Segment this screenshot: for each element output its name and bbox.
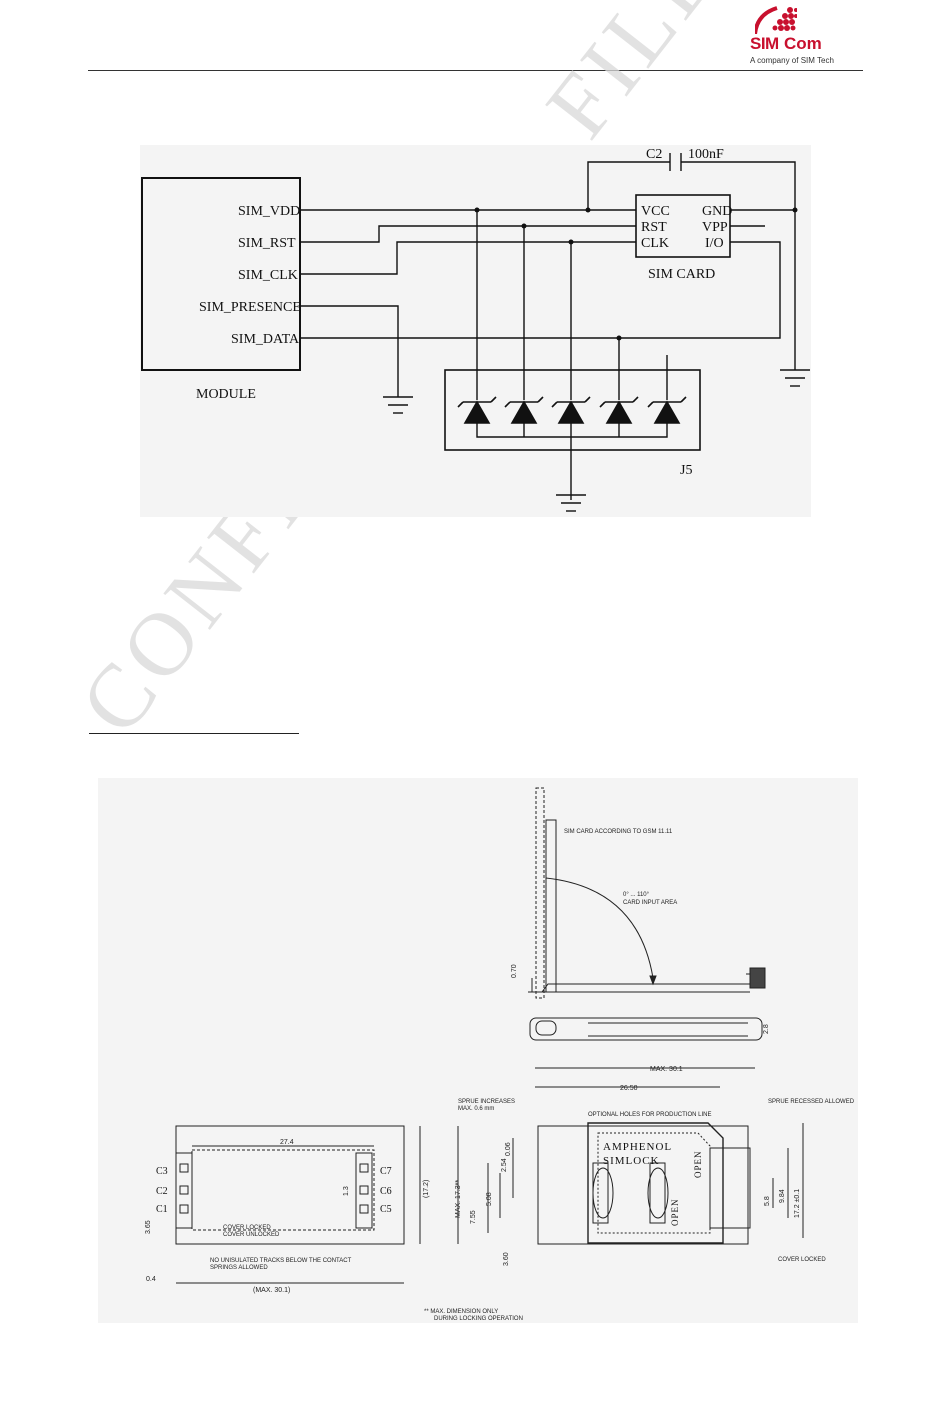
sim-interface-schematic: SIM_VDD SIM_RST SIM_CLK SIM_PRESENCE SIM… <box>140 145 811 517</box>
section-underline <box>89 733 299 734</box>
dim-04: 0.4 <box>146 1276 156 1283</box>
pin-label-sim-vdd: SIM_VDD <box>238 204 300 219</box>
capacitor-value: 100nF <box>688 147 724 162</box>
card-pin-vpp: VPP <box>702 220 728 235</box>
dim-755: 7.55 <box>470 1210 477 1224</box>
dim-006: 0.06 <box>505 1142 512 1156</box>
capacitor-ref: C2 <box>646 147 662 162</box>
pin-label-sim-presence: SIM_PRESENCE <box>199 300 301 315</box>
contact-c6: C6 <box>380 1186 392 1197</box>
note-no-tracks-2: SPRINGS ALLOWED <box>210 1265 268 1271</box>
dim-2650: 26.50 <box>620 1085 638 1092</box>
dim-max301-paren: (MAX. 30.1) <box>253 1287 290 1294</box>
dim-508: 5.08 <box>486 1192 493 1206</box>
sim-holder-drawing: SIM CARD ACCORDING TO GSM 11.11 0° ... 1… <box>98 778 858 1323</box>
dim-172b: 17.2 ±0.1 <box>794 1189 801 1218</box>
dim-max173: MAX. 17.3** <box>455 1180 462 1218</box>
pin-label-sim-rst: SIM_RST <box>238 236 296 251</box>
open-label-2: OPEN <box>670 1198 680 1226</box>
note-cover-locked-right: COVER LOCKED <box>778 1257 826 1263</box>
contact-c3: C3 <box>156 1166 168 1177</box>
note-sprue-inc-1: SPRUE INCREASES <box>458 1099 515 1105</box>
dim-365: 3.65 <box>145 1220 152 1234</box>
dim-984: 9.84 <box>779 1189 786 1203</box>
dim-58: 5.8 <box>764 1196 771 1206</box>
esd-diode-1 <box>457 396 497 424</box>
dim-28: 2.8 <box>763 1024 770 1034</box>
pin-label-sim-clk: SIM_CLK <box>238 268 298 283</box>
side-note: SIM CARD ACCORDING TO GSM 11.11 <box>564 829 673 835</box>
dim-max301: MAX. 30.1 <box>650 1066 683 1073</box>
dim-13: 1.3 <box>343 1186 350 1196</box>
note-cover-locked: COVER LOCKED <box>223 1225 271 1231</box>
logo-sim-text: SIM <box>750 34 779 53</box>
note-optional-holes: OPTIONAL HOLES FOR PRODUCTION LINE <box>588 1112 711 1118</box>
angle-note-1: 0° ... 110° <box>623 892 650 898</box>
dim-360: 3.60 <box>503 1252 510 1266</box>
card-pin-clk: CLK <box>641 236 669 251</box>
note-sprue-inc-2: MAX. 0.6 mm <box>458 1106 494 1112</box>
note-sprue-recessed: SPRUE RECESSED ALLOWED <box>768 1099 855 1105</box>
open-label-1: OPEN <box>693 1150 703 1178</box>
esd-label-j5: J5 <box>680 463 692 478</box>
esd-diode-5 <box>647 396 687 424</box>
simcom-logo: SIM Com A company of SIM Tech <box>750 2 850 66</box>
dim-254: 2.54 <box>501 1158 508 1172</box>
logo-dot-grid-icon <box>755 6 797 34</box>
sim-card-label: SIM CARD <box>648 267 715 282</box>
angle-note-2: CARD INPUT AREA <box>623 900 677 906</box>
contact-c2: C2 <box>156 1186 168 1197</box>
brand-text-simlock: SIMLOCK <box>603 1155 660 1167</box>
note-no-tracks-1: NO UNISULATED TRACKS BELOW THE CONTACT <box>210 1258 352 1264</box>
esd-diode-4 <box>599 396 639 424</box>
footnote-1: ** MAX. DIMENSION ONLY <box>424 1309 498 1315</box>
logo-com-text: Com <box>784 34 822 53</box>
dim-070: 0.70 <box>511 964 518 978</box>
card-pin-rst: RST <box>641 220 667 235</box>
note-cover-unlocked: COVER UNLOCKED <box>223 1232 280 1238</box>
module-label: MODULE <box>196 387 256 402</box>
brand-text-amphenol: AMPHENOL <box>603 1141 672 1153</box>
contact-c7: C7 <box>380 1166 392 1177</box>
esd-diode-2 <box>504 396 544 424</box>
dim-274: 27.4 <box>280 1139 294 1146</box>
dim-172: (17.2) <box>423 1180 430 1198</box>
contact-c1: C1 <box>156 1204 168 1215</box>
card-pin-gnd: GND <box>702 204 732 219</box>
contact-c5: C5 <box>380 1204 392 1215</box>
schematic-diagram: SIM_VDD SIM_RST SIM_CLK SIM_PRESENCE SIM… <box>141 147 810 512</box>
header-rule <box>88 70 863 71</box>
card-pin-vcc: VCC <box>641 204 670 219</box>
logo-tagline: A company of SIM Tech <box>750 56 834 65</box>
footnote-2: DURING LOCKING OPERATION <box>434 1316 523 1322</box>
mechanical-drawing: SIM CARD ACCORDING TO GSM 11.11 0° ... 1… <box>145 787 855 1322</box>
card-pin-io: I/O <box>705 236 724 251</box>
pin-label-sim-data: SIM_DATA <box>231 332 300 347</box>
esd-diode-3 <box>551 396 591 424</box>
